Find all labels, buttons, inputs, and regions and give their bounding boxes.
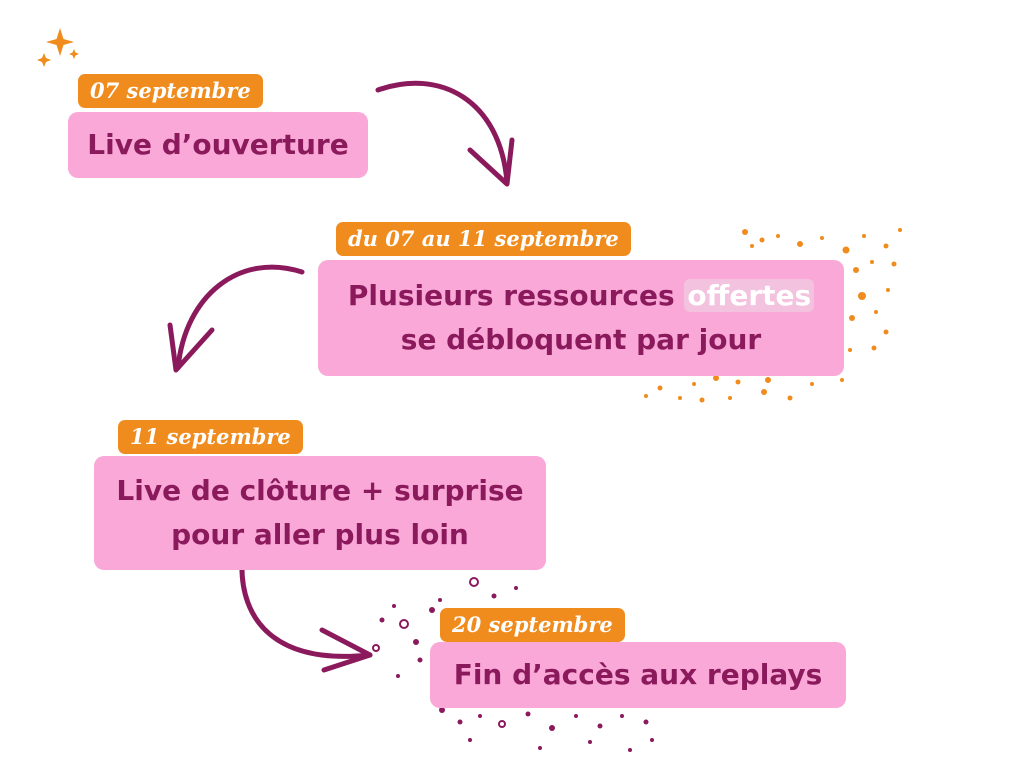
decor-dot — [588, 740, 592, 744]
decor-dot — [643, 719, 649, 725]
decor-dot — [457, 719, 463, 725]
decor-dot — [713, 375, 719, 381]
decor-dot — [742, 229, 748, 235]
decor-dot — [862, 234, 866, 238]
decor-dot — [750, 244, 754, 248]
sparkle-icon — [37, 28, 79, 67]
decor-dot — [849, 315, 855, 321]
decor-dot — [549, 725, 555, 731]
decor-dot — [468, 738, 472, 742]
decor-dot — [699, 397, 705, 403]
decor-dot — [498, 720, 506, 728]
decor-dot — [413, 639, 419, 645]
decor-dot — [657, 385, 663, 391]
decor-dot — [469, 577, 479, 587]
decor-dot — [372, 644, 380, 652]
decor-dot — [787, 395, 793, 401]
event-box: Fin d’accès aux replays — [430, 642, 846, 708]
date-tag: 11 septembre — [118, 420, 303, 454]
decor-dot — [597, 723, 603, 729]
decor-dot — [439, 707, 445, 713]
decor-dot — [574, 714, 578, 718]
curved-arrow-icon — [375, 80, 515, 187]
decor-dot — [525, 711, 531, 717]
event-text: Live d’ouverture — [87, 128, 349, 161]
decor-dot — [478, 714, 482, 718]
decor-dot — [379, 617, 385, 623]
highlighted-word: offertes — [684, 279, 815, 312]
event-text-line-1: Live de clôture + surprise — [116, 474, 524, 507]
decor-dot — [735, 379, 741, 385]
event-box: Live d’ouverture — [68, 112, 368, 178]
date-tag: 07 septembre — [78, 74, 263, 108]
decor-dot — [858, 292, 866, 300]
date-tag: 20 septembre — [440, 608, 625, 642]
decor-dot — [396, 674, 400, 678]
decor-dot — [514, 586, 518, 590]
decor-dot — [810, 382, 814, 386]
decor-dot — [820, 236, 824, 240]
event-text: Fin d’accès aux replays — [453, 658, 823, 691]
purple-dot-cluster — [372, 577, 654, 752]
event-text-line-2: pour aller plus loin — [171, 518, 469, 551]
decor-dot — [776, 234, 780, 238]
decor-dot — [886, 288, 890, 292]
decor-dot — [650, 738, 654, 742]
decor-dot — [871, 345, 877, 351]
decor-dot — [853, 267, 859, 273]
decor-dot — [874, 310, 878, 314]
decor-dot — [538, 746, 542, 750]
decor-dot — [429, 607, 435, 613]
event-box: Plusieurs ressources offertes se débloqu… — [318, 260, 844, 376]
decor-dot — [491, 593, 497, 599]
decor-dot — [761, 389, 767, 395]
decor-dot — [417, 657, 423, 663]
decor-dot — [678, 396, 682, 400]
decor-dot — [644, 394, 648, 398]
curved-arrow-icon — [167, 264, 305, 373]
decor-dot — [759, 237, 765, 243]
decor-dot — [797, 241, 803, 247]
event-text-line-2: se débloquent par jour — [400, 323, 762, 356]
decor-dot — [848, 348, 852, 352]
decor-dot — [628, 748, 632, 752]
event-text-line-1: Plusieurs ressources offertes — [348, 274, 815, 318]
event-box: Live de clôture + surprise pour aller pl… — [94, 456, 546, 570]
decor-dot — [765, 377, 771, 383]
decor-dot — [399, 619, 409, 629]
decor-dot — [392, 604, 396, 608]
decor-dot — [840, 378, 844, 382]
decor-dot — [883, 329, 889, 335]
decor-dot — [438, 598, 442, 602]
decor-dot — [728, 396, 732, 400]
curved-arrow-icon — [239, 559, 373, 673]
decor-dot — [891, 261, 897, 267]
decor-dot — [870, 260, 874, 264]
decor-dot — [898, 228, 902, 232]
date-tag: du 07 au 11 septembre — [336, 222, 631, 256]
decor-dot — [692, 382, 696, 386]
decor-dot — [620, 714, 624, 718]
decor-dot — [842, 246, 850, 254]
decor-dot — [883, 243, 889, 249]
